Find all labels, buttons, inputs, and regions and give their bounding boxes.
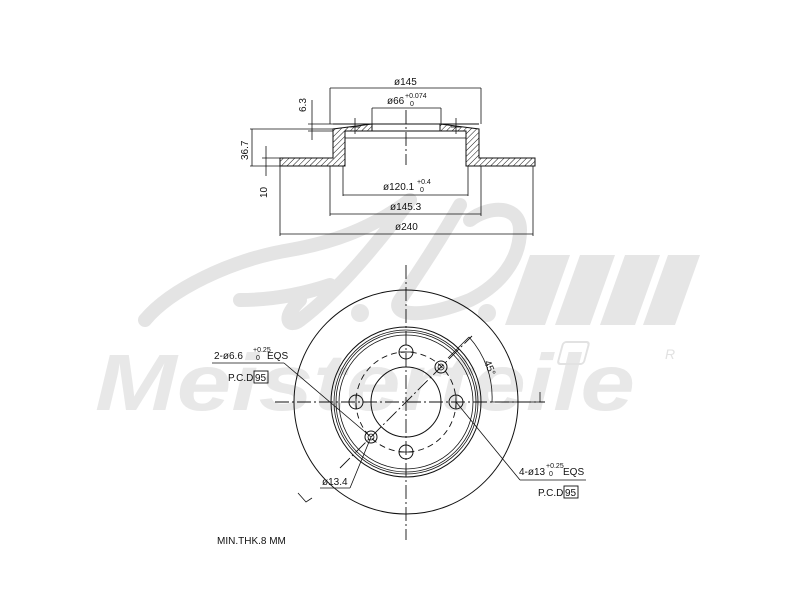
dim-d240: ø240: [395, 222, 418, 233]
holes-large-pcd-value: 95: [565, 488, 577, 499]
holes-large-eqs: EQS: [563, 467, 584, 478]
holes-small-label: 2-ø6.6: [214, 351, 243, 362]
dim-d145-3: ø145.3: [390, 202, 422, 213]
holes-small-tol-lower: 0: [256, 355, 260, 362]
holes-small-eqs: EQS: [267, 351, 288, 362]
locating-holes: [364, 360, 448, 444]
holes-large-tol-lower: 0: [549, 471, 553, 478]
holes-large-pcd-label: P.C.D: [538, 488, 563, 499]
holes-small-pcd-value: 95: [255, 373, 267, 384]
holes-small-tol-upper: +0.25: [253, 347, 271, 354]
watermark-logo-bars: [505, 255, 700, 325]
dim-h36-7: 36.7: [240, 140, 251, 160]
dim-d66-tol-upper: +0.074: [405, 93, 427, 100]
dim-d120-tol-lower: 0: [420, 187, 424, 194]
dim-h10: 10: [259, 186, 270, 198]
holes-large-tol-upper: +0.25: [546, 463, 564, 470]
angle-45: 45°: [481, 359, 497, 377]
watermark-brand: Meisterteile R: [95, 338, 675, 427]
dim-d120: ø120.1: [383, 182, 415, 193]
svg-text:Meisterteile: Meisterteile: [95, 338, 635, 427]
dim-h6-3: 6.3: [298, 98, 309, 112]
dim-d66-tol-lower: 0: [410, 101, 414, 108]
holes-large-label: 4-ø13: [519, 467, 546, 478]
svg-text:R: R: [665, 346, 675, 362]
front-view: 45° 2-ø6.6 +0.25 0 EQS P.C.D 95 ø13.4 4-…: [212, 265, 586, 547]
dim-d120-tol-upper: +0.4: [417, 179, 431, 186]
holes-small-pcd-label: P.C.D: [228, 373, 253, 384]
section-view: ø145 ø66 +0.074 0 6.3 36.7 10 ø120.1 +0.…: [240, 77, 536, 236]
min-thickness-note: MIN.THK.8 MM: [217, 536, 286, 547]
dim-d66: ø66: [387, 96, 405, 107]
watermark: Meisterteile R: [95, 193, 700, 427]
hole-d13-4: ø13.4: [322, 477, 348, 488]
dim-d145: ø145: [394, 77, 417, 88]
watermark-logo-al: [138, 193, 528, 330]
bolt-holes: [348, 344, 464, 460]
